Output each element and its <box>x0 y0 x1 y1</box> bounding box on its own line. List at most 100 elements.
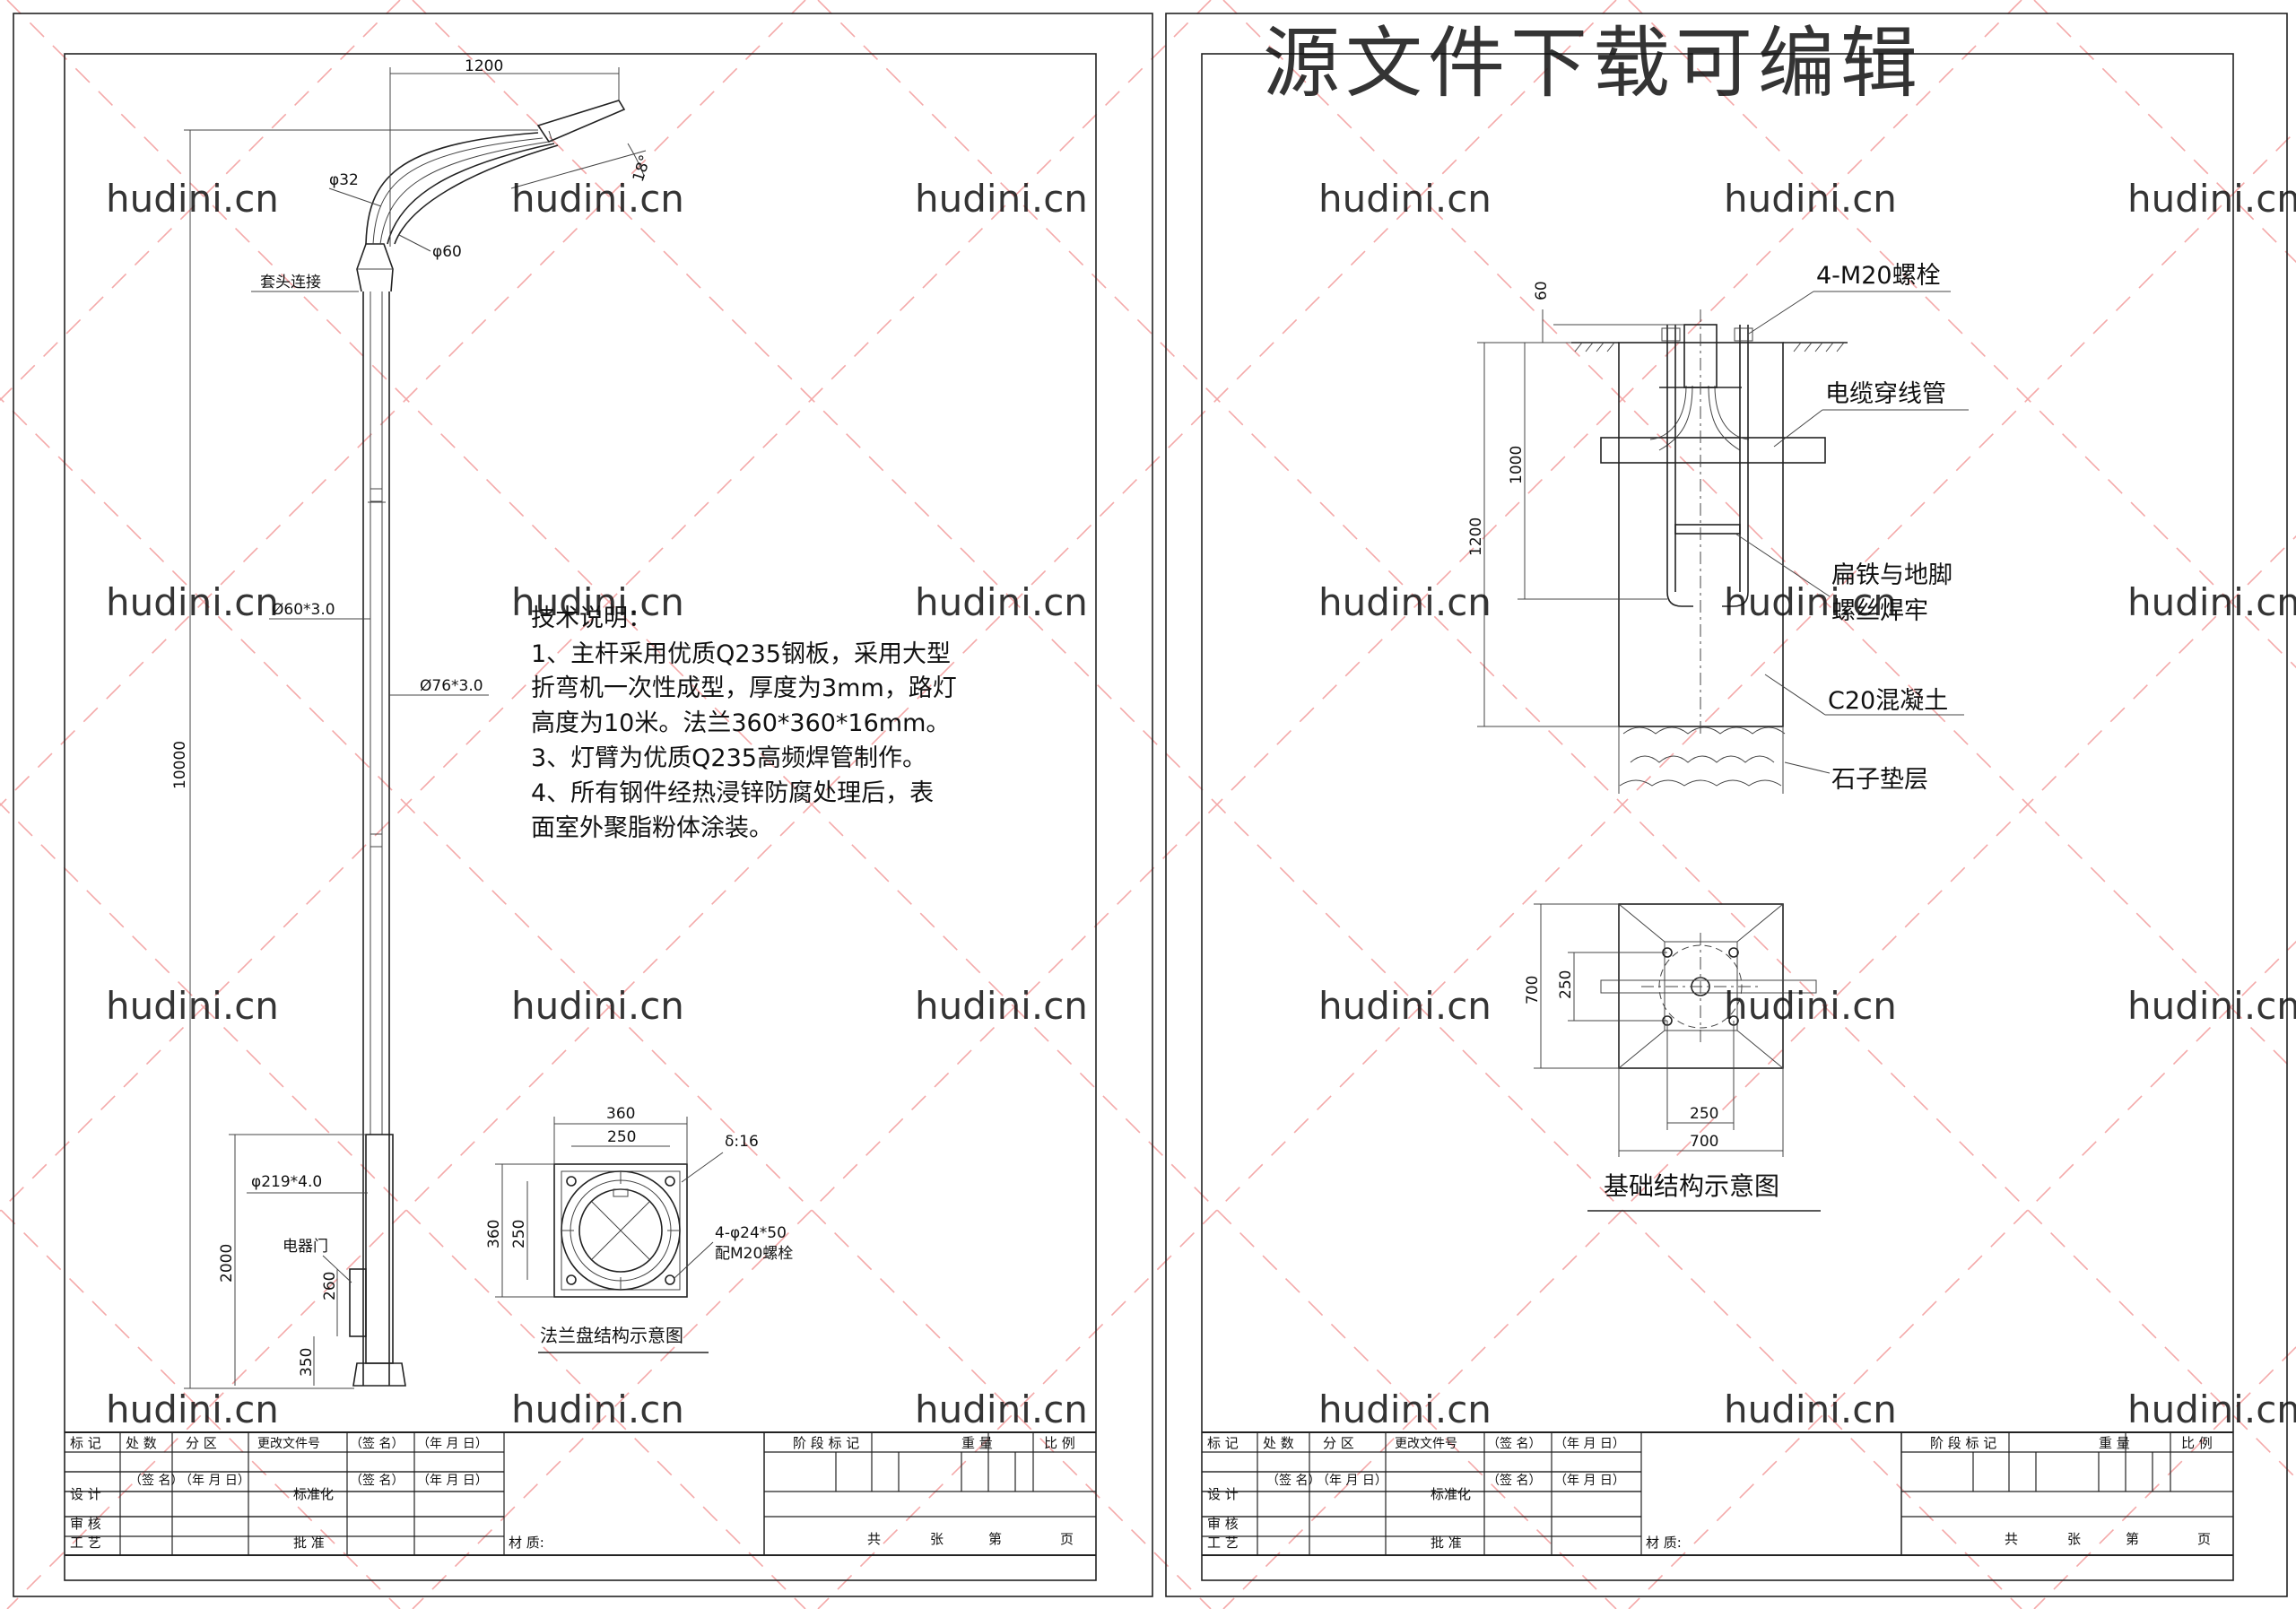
title-block-sign: （签 名） <box>1266 1473 1320 1488</box>
title-block-design: 设 计 <box>70 1486 101 1502</box>
notes-line-6: 面室外聚脂粉体涂装。 <box>531 814 773 842</box>
notes-title: 技术说明： <box>531 604 652 632</box>
watermark-diagonal <box>0 1207 401 1609</box>
flange-caption: 法兰盘结构示意图 <box>540 1325 683 1346</box>
title-block-stage: 阶 段 标 记 <box>793 1435 859 1451</box>
title-block-weight: 重 量 <box>961 1435 993 1451</box>
watermark-site: hudini.cn <box>511 177 684 221</box>
watermark-diagonal <box>412 0 2022 1609</box>
notes-line-1: 1、主杆采用优质Q235钢板，采用大型 <box>531 640 951 668</box>
dim-shaft-mid: Ø76*3.0 <box>420 677 483 695</box>
title-block-change-doc: 更改文件号 <box>1395 1437 1457 1451</box>
watermark-site: hudini.cn <box>106 580 279 624</box>
dim-top-offset: 60 <box>1533 281 1551 300</box>
dim-arm-span: 1200 <box>465 57 503 75</box>
title-block-process: 工 艺 <box>70 1535 101 1551</box>
title-block-date: （年 月 日） <box>179 1474 250 1488</box>
title-block-mark: 标 记 <box>70 1435 101 1451</box>
dim-arm-tube-small: φ32 <box>329 171 359 189</box>
title-block-mark: 标 记 <box>1207 1435 1239 1451</box>
title-block-approve: 批 准 <box>293 1535 325 1551</box>
title-block-zone: 分 区 <box>186 1435 217 1451</box>
watermark-diagonal <box>817 0 2296 1480</box>
watermark-site: hudini.cn <box>1724 580 1897 624</box>
title-block-design: 设 计 <box>1207 1486 1239 1502</box>
title-block-page-no: 第 <box>2126 1531 2139 1547</box>
watermark-site: hudini.cn <box>2127 1387 2296 1431</box>
title-block-sign: （签 名） <box>1487 1473 1541 1488</box>
watermark-diagonal <box>0 0 806 807</box>
dim-embed-depth: 1000 <box>1508 446 1526 484</box>
watermark-site: hudini.cn <box>1724 1387 1897 1431</box>
title-block-weight: 重 量 <box>2099 1435 2130 1451</box>
title-block-total: 共 <box>2005 1531 2018 1547</box>
title-block-sign: （签 名） <box>350 1436 404 1451</box>
foundation-plan: 700 250 250 700 基础结构示意图 <box>1524 903 1821 1212</box>
watermark-site: hudini.cn <box>1318 177 1492 221</box>
title-block-stage: 阶 段 标 记 <box>1930 1435 1996 1451</box>
dim-shaft-upper: Ø60*3.0 <box>272 601 335 619</box>
watermark-site: hudini.cn <box>915 984 1088 1028</box>
flange-height-outer: 360 <box>485 1220 503 1248</box>
plan-height-outer: 700 <box>1524 976 1542 1005</box>
foundation-section <box>1571 309 1848 794</box>
pole-dimensions: 1200 18° φ32 φ60 套头连接 10000 Ø60*3.0 Ø76*… <box>171 57 655 1389</box>
watermark-site: hudini.cn <box>915 177 1088 221</box>
notes-line-4: 3、灯臂为优质Q235高频焊管制作。 <box>531 744 926 772</box>
title-block-right: 标 记处 数分 区更改文件号（签 名）（年 月 日）设 计（签 名）（年 月 日… <box>1202 1431 2233 1556</box>
title-block-page: 页 <box>2197 1531 2211 1547</box>
title-block-approve: 批 准 <box>1431 1535 1462 1551</box>
title-block-sign: （签 名） <box>350 1473 404 1488</box>
flange-height-inner: 250 <box>510 1220 528 1248</box>
dim-total-height: 10000 <box>171 741 189 789</box>
watermark-site: hudini.cn <box>1318 984 1492 1028</box>
label-gravel: 石子垫层 <box>1831 766 1928 794</box>
door-label: 电器门 <box>283 1238 328 1256</box>
title-block-scale: 比 例 <box>2181 1435 2213 1451</box>
foundation-dimensions: 60 1000 1200 4-M20螺栓 电缆穿线管 扁铁与地脚 螺丝焊牢 C2… <box>1467 262 1969 794</box>
watermark-site: hudini.cn <box>2127 580 2296 624</box>
flange-width-inner: 250 <box>607 1128 636 1146</box>
notes-line-5: 4、所有钢件经热浸锌防腐处理后，表 <box>531 779 934 807</box>
watermark-top: 源文件下载可编辑 <box>1263 19 1923 109</box>
watermark-diagonal <box>1628 0 2296 669</box>
watermark-diagonal <box>1222 0 2296 1074</box>
title-block-date: （年 月 日） <box>1554 1474 1625 1488</box>
left-sheet-frame <box>13 13 1153 1597</box>
flange-holes: 4-φ24*50 <box>715 1224 787 1242</box>
right-sheet-frame <box>1165 13 2288 1597</box>
notes-line-2: 折弯机一次性成型，厚度为3mm，路灯 <box>531 674 957 702</box>
flange-plan: 360 250 360 250 δ:16 4-φ24*50 配M20螺栓 法兰盘… <box>485 1105 793 1353</box>
title-block-sheets: 张 <box>2067 1531 2081 1547</box>
watermark-site: hudini.cn <box>915 1387 1088 1431</box>
title-block-material: 材 质: <box>509 1535 544 1551</box>
watermark-site: hudini.cn <box>511 1387 684 1431</box>
label-weld-line-1: 扁铁与地脚 <box>1831 561 1952 589</box>
label-concrete: C20混凝土 <box>1828 687 1948 715</box>
title-block-count: 处 数 <box>1263 1435 1294 1451</box>
title-block-zone: 分 区 <box>1323 1435 1354 1451</box>
watermark-diagonal <box>6 0 1617 1609</box>
label-bolts: 4-M20螺栓 <box>1816 262 1941 290</box>
watermark-site: hudini.cn <box>1318 1387 1492 1431</box>
title-block-standard: 标准化 <box>1431 1486 1471 1502</box>
title-block-date: （年 月 日） <box>417 1437 488 1451</box>
title-block-left: 标 记处 数分 区更改文件号（签 名）（年 月 日）设 计（签 名）（年 月 日… <box>65 1431 1096 1556</box>
watermark-site: hudini.cn <box>511 984 684 1028</box>
dim-door-height: 260 <box>321 1272 339 1300</box>
watermark-diagonal <box>817 129 2296 1609</box>
watermark: 源文件下载可编辑 hudini.cn hudini.cn hudini.cn hudi… <box>106 19 2296 1431</box>
title-block-count: 处 数 <box>126 1435 157 1451</box>
watermark-site: hudini.cn <box>106 1387 279 1431</box>
title-block-date: （年 月 日） <box>1317 1474 1387 1488</box>
watermark-site: hudini.cn <box>1724 984 1897 1028</box>
title-block-page: 页 <box>1060 1531 1074 1547</box>
watermark-site: hudini.cn <box>106 177 279 221</box>
title-block-sheets: 张 <box>930 1531 944 1547</box>
dim-total-depth: 1200 <box>1467 517 1485 556</box>
dim-arm-joint: 套头连接 <box>260 274 321 291</box>
label-weld-line-2: 螺丝焊牢 <box>1831 597 1928 625</box>
watermark-site: hudini.cn <box>511 580 684 624</box>
watermark-diagonal <box>1222 535 2296 1609</box>
